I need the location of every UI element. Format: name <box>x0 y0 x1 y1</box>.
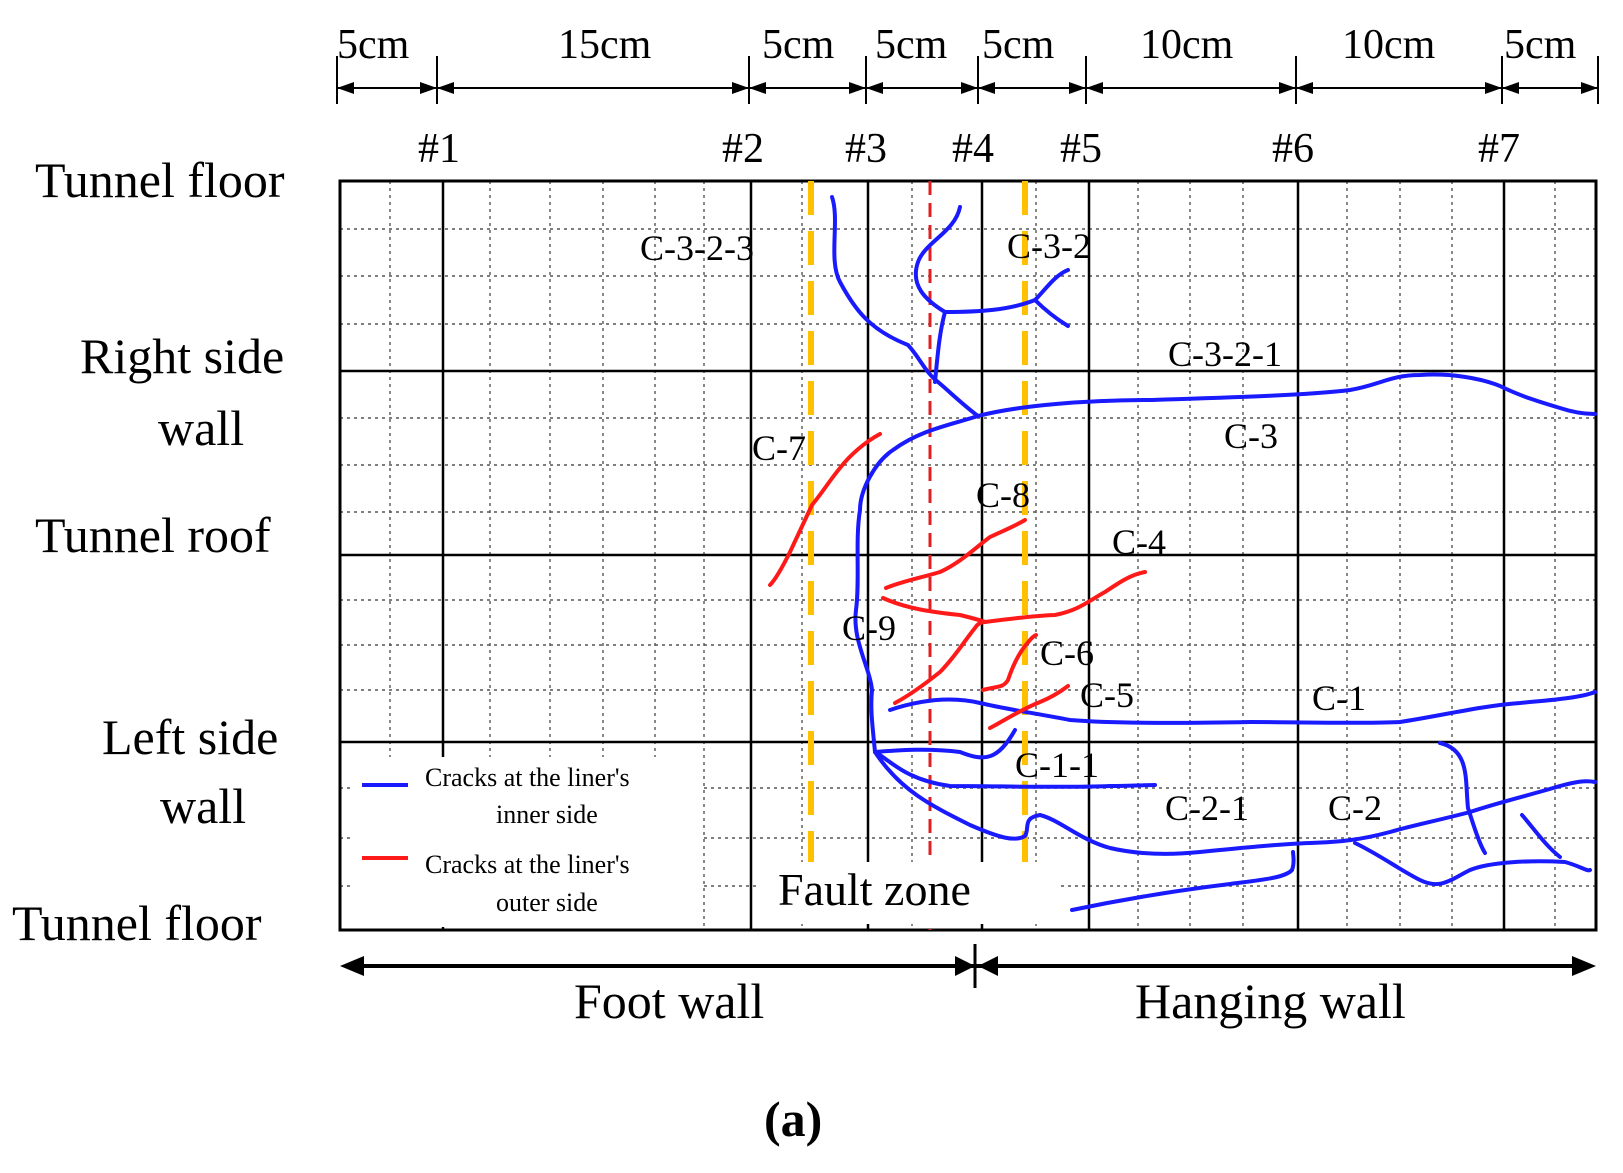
inner-side-cracks <box>830 195 1597 912</box>
crack-label: C-5 <box>1080 675 1134 715</box>
figure-caption: (a) <box>764 1091 822 1147</box>
legend: Cracks at the liner's inner side Cracks … <box>350 757 700 927</box>
crack-label: C-7 <box>752 428 806 468</box>
crack-c-2-branch-a <box>1438 741 1487 855</box>
crack-label: C-3 <box>1224 416 1278 456</box>
section-label: #5 <box>1060 126 1102 172</box>
crack-label: C-3-2 <box>1007 226 1091 266</box>
wall-extent-arrows <box>340 944 1596 988</box>
crack-c-8-path <box>884 518 1027 590</box>
hanging-wall-label: Hanging wall <box>1135 973 1406 1029</box>
section-label: #6 <box>1272 126 1314 172</box>
section-label: #4 <box>952 126 994 172</box>
crack-label: C-4 <box>1112 522 1166 562</box>
foot-wall-label: Foot wall <box>574 973 764 1029</box>
crack-c-2-branch-b <box>1520 813 1562 859</box>
dimension-label: 10cm <box>1140 22 1234 68</box>
crack-c-3-2-stem <box>933 310 947 384</box>
crack-c-3-2-1-path <box>976 372 1597 418</box>
section-label: #7 <box>1478 126 1520 172</box>
crack-c-4-path <box>881 570 1147 624</box>
dimension-label: 5cm <box>1504 22 1577 68</box>
row-label-right-wall: wall <box>158 400 244 456</box>
crack-c-1-1-path <box>873 728 1017 760</box>
dimension-label: 5cm <box>982 22 1055 68</box>
row-label-top-floor: Tunnel floor <box>35 152 285 208</box>
crack-c-6-path <box>981 633 1038 692</box>
crack-c-2-1-path <box>873 750 1597 856</box>
row-label-right-wall: Right side <box>80 328 284 384</box>
crack-label: C-6 <box>1040 633 1094 673</box>
outer-side-cracks <box>768 432 1147 730</box>
crack-c-2-lower-path <box>1353 841 1592 887</box>
legend-inner-label: Cracks at the liner's <box>425 763 630 792</box>
crack-label: C-9 <box>842 608 896 648</box>
section-label: #3 <box>845 126 887 172</box>
dimension-label: 5cm <box>875 22 948 68</box>
crack-label: C-1 <box>1312 678 1366 718</box>
crack-c-9-path <box>893 620 987 705</box>
crack-label: C-2-1 <box>1165 788 1249 828</box>
dimension-label: 10cm <box>1342 22 1436 68</box>
crack-label: C-3-2-1 <box>1168 334 1282 374</box>
row-label-roof: Tunnel roof <box>35 507 271 563</box>
crack-label: C-3-2-3 <box>640 228 754 268</box>
dimension-label: 5cm <box>337 22 410 68</box>
crack-c-3-2-3-path <box>830 195 980 418</box>
crack-c-9-lower-path <box>873 750 1157 789</box>
dimension-label: 5cm <box>762 22 835 68</box>
row-label-left-wall: wall <box>160 778 246 834</box>
crack-c-3-path <box>853 414 980 754</box>
crack-floor-path <box>1070 850 1296 912</box>
row-label-left-wall: Left side <box>102 709 278 765</box>
crack-c-5-path <box>988 684 1070 730</box>
crack-c-7-path <box>768 432 882 587</box>
section-label: #1 <box>418 126 460 172</box>
row-label-bottom-floor: Tunnel floor <box>12 895 262 951</box>
section-label: #2 <box>722 126 764 172</box>
crack-label: C-8 <box>976 475 1030 515</box>
dimension-arrows <box>337 82 1598 94</box>
legend-outer-label: Cracks at the liner's <box>425 850 630 879</box>
dimension-label: 15cm <box>558 22 652 68</box>
fault-zone-label: Fault zone <box>778 864 971 915</box>
crack-c-1-path <box>888 690 1597 725</box>
legend-inner-label: inner side <box>496 800 598 829</box>
crack-label: C-1-1 <box>1015 745 1099 785</box>
crack-label: C-2 <box>1328 788 1382 828</box>
legend-outer-label: outer side <box>496 888 598 917</box>
crack-c-3-2-branch <box>1033 298 1070 328</box>
